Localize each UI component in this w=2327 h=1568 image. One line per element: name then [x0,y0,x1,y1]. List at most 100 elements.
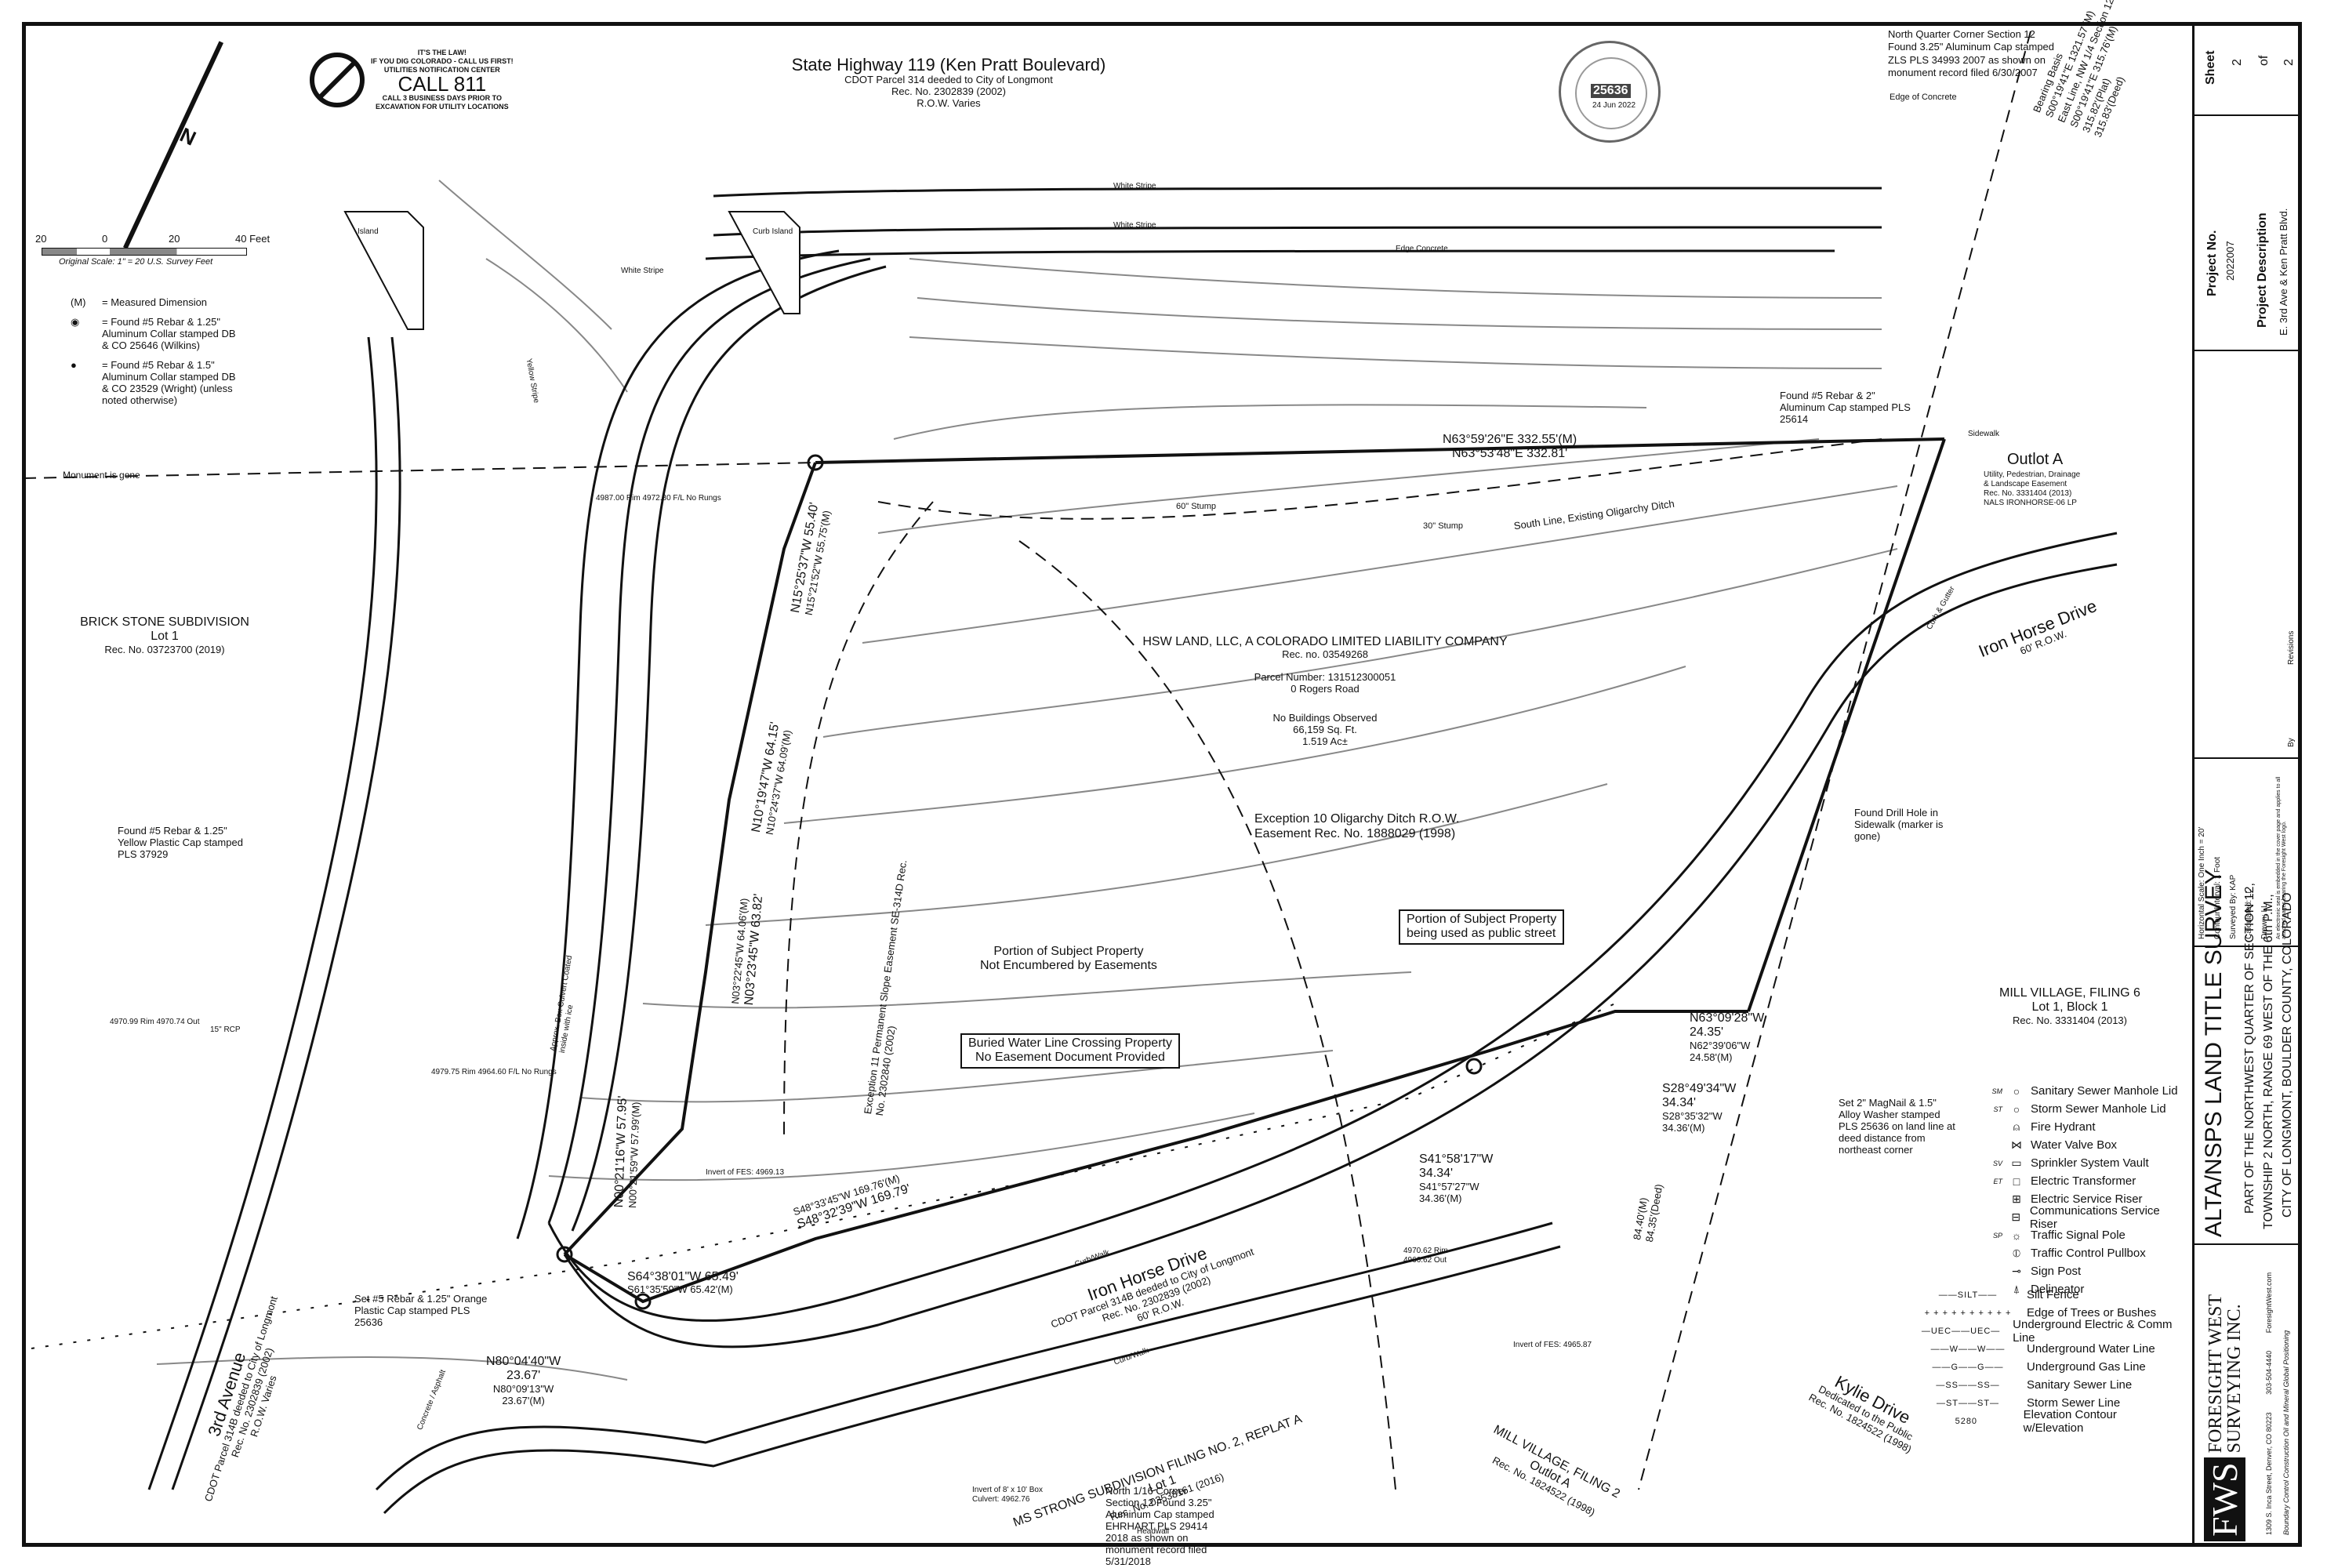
property-boundary [563,437,1946,1304]
set-magnail-note: Set 2" MagNail & 1.5" Alloy Washer stamp… [1839,1097,1955,1156]
location-line: CITY OF LONGMONT, BOULDER COUNTY, COLORA… [2281,892,2294,1218]
scale-tick: 40 Feet [235,233,270,245]
curb-island-label: Curb Island [753,227,793,236]
portion-text: Portion of Subject Property [993,945,1144,958]
mill-village-6-block: MILL VILLAGE, FILING 6 Lot 1, Block 1 Re… [1976,986,2164,1027]
portion-text: Portion of Subject Property [1407,913,1557,926]
line-legend-item: ——G——G——Underground Gas Line [1909,1358,2176,1376]
contour-line [705,783,1608,926]
symbol-label: Electric Service Riser [2031,1192,2143,1206]
yellow-cap-note: Found #5 Rebar & 1.25" Yellow Plastic Ca… [118,825,243,860]
north-arrow-shaft [123,41,223,249]
north-boundary [815,437,1945,464]
symbol-label: Sprinkler System Vault [2031,1156,2149,1170]
highway-label: State Highway 119 (Ken Pratt Boulevard) … [729,55,1168,110]
drill-hole-note: Found Drill Hole in Sidewalk (marker is … [1854,807,1944,842]
white-stripe-line [713,226,1882,237]
sheet-total: 2 [2282,59,2296,66]
s28-bearing-block: S28°49'34"W 34.34' S28°35'32"W 34.36'(M) [1662,1082,1736,1134]
company-phone: 303-504-4440 [2265,1350,2273,1395]
found-rebar-note: Found #5 Rebar & 2" Aluminum Cap stamped… [1780,390,1911,425]
sheet-label: Sheet [2204,50,2217,85]
subdivision-rec: Rec. No. 3331404 (2013) [2013,1014,2127,1026]
no-dig-icon [310,52,365,107]
west-bearings-bottom: N00°21'16"W 57.95' N00°21'59"W 57.99'(M) [612,1095,643,1208]
portion-not-encumbered-note: Portion of Subject Property Not Encumber… [980,945,1157,974]
subdivision-name: MILL VILLAGE, FILING 6 [1999,986,2140,1000]
highway-row: R.O.W. Varies [917,97,981,110]
bearing-text: N80°09'13"W [492,1382,554,1395]
property-address: 0 Rogers Road [1291,683,1360,695]
line-sample: ——G——G—— [1932,1362,2004,1372]
company-web[interactable]: ForesightWest.com [2265,1272,2273,1334]
bearing-text: S61°35'59"W 65.42'(M) [627,1283,733,1296]
water-valve-box-icon: ⋈ [2011,1138,2022,1151]
subdivision-name: BRICK STONE SUBDIVISION [80,615,249,629]
line-sample: + + + + + + + + + + [1924,1308,2012,1318]
portion-street-callout: Portion of Subject Property being used a… [1399,909,1565,945]
bearing-text: 34.36'(M) [1419,1192,1462,1204]
project-description: E. 3rd Ave & Ken Pratt Blvd. [2278,208,2289,336]
line-label: Storm Sewer Line [2027,1396,2121,1410]
line-sample: —SS——SS— [1936,1380,2000,1390]
symbol-label: Communications Service Riser [2029,1203,2160,1231]
storm-rim-label: 4970.62 Rim 4966.62 Out [1403,1247,1448,1265]
highway-rec: Rec. No. 2302839 (2002) [891,85,1006,98]
edge-concrete-label: Edge Concrete [1396,245,1448,253]
scale-tick: 0 [102,233,108,245]
monument-gone-line [23,462,816,479]
curb-island-shape [728,211,800,314]
bearing-text: 23.67' [506,1369,541,1383]
south-curb [383,1245,1561,1515]
contour-line [783,666,1686,824]
sheet-cell: Sheet 2 of 2 [2194,22,2302,116]
n63-bearing-block: N63°09'28"W 24.35' N62°39'06"W 24.58'(M) [1690,1011,1764,1064]
owner-name: HSW LAND, LLC, A COLORADO LIMITED LIABIL… [1142,635,1508,648]
monument-gone-label: Monument is gone [63,470,140,481]
location-line: PART OF THE NORTHWEST QUARTER OF SECTION… [2243,883,2256,1214]
scale-caption: Original Scale: 1" = 20 U.S. Survey Feet [59,257,213,267]
north-quarter-corner-note: North Quarter Corner Section 12 Found 3.… [1888,28,2055,78]
line-sample: ——W——W—— [1930,1344,2006,1354]
island-label: Island [358,227,379,236]
contour-line [917,297,1882,330]
south-line-ditch [877,438,1882,520]
contour-line [893,404,1647,440]
exception11-line [783,501,934,1138]
sanitary-sewer-manhole-lid-icon: ○ [2013,1084,2020,1098]
project-cell: Project No. 2022007 Project Description … [2194,116,2302,351]
highway-parcel: CDOT Parcel 314 deeded to City of Longmo… [844,74,1053,86]
edge-concrete-line [705,249,1835,260]
islands [343,211,800,330]
fire-hydrant-icon: ⍝ [2013,1120,2020,1133]
bearing-text: 24.35' [1690,1025,1724,1040]
bearing-text: 34.36'(M) [1662,1121,1705,1134]
company-name-line: FORESIGHT WEST [2205,1294,2226,1454]
curb-line [571,265,887,1232]
bearing-text: N63°53'48"E 332.81' [1451,447,1568,461]
title-block: Sheet 2 of 2 Project No. 2022007 Project… [2192,22,2302,1547]
revisions-cell: Revisions By [2194,351,2302,759]
company-name-line: SURVEYING INC. [2224,1304,2245,1454]
bearing-text: S64°38'01"W 65.49' [627,1270,739,1283]
symbol-legend-item: ST○Storm Sewer Manhole Lid [1984,1100,2187,1118]
symbol-prefix: ST [1993,1105,2002,1113]
outlot-note: Rec. No. 3331404 (2013) [1984,489,2072,498]
inlet-rim-label: 4987.00 Rim 4972.80 F/L No Rungs [596,494,721,503]
storm-sewer-manhole-lid-icon: ○ [2013,1102,2020,1116]
revisions-label: Revisions [2287,630,2296,665]
slope-arc [1018,540,1396,1490]
dot-icon: ● [71,359,77,371]
location-line: TOWNSHIP 2 NORTH, RANGE 69 WEST OF THE 6… [2262,894,2275,1229]
call811-line: IT'S THE LAW! [417,49,466,56]
portion-text: being used as public street [1407,927,1556,941]
symbol-label: Delineator [2031,1283,2085,1296]
water-text: Buried Water Line Crossing Property [968,1036,1172,1050]
symbol-legend-item: SV▭Sprinkler System Vault [1984,1154,2187,1172]
line-label: Underground Water Line [2027,1342,2155,1356]
found-rebar-monument [807,454,824,471]
easement-lines [23,31,2031,1490]
company-logo: FWS [2204,1457,2245,1541]
contour-line [909,336,1882,369]
